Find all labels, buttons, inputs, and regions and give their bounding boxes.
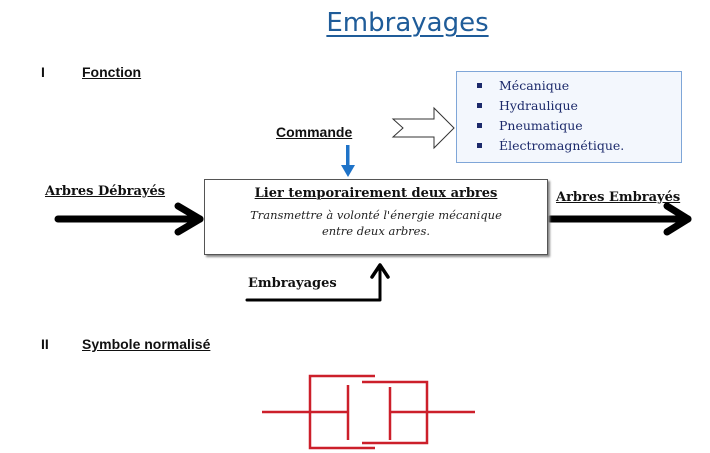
bullet-icon xyxy=(477,143,482,148)
bullet-icon xyxy=(477,103,482,108)
output-label: Arbres Embrayés xyxy=(556,190,681,205)
bullet-icon xyxy=(477,83,482,88)
support-arrow-icon xyxy=(245,263,390,302)
function-title: Lier temporairement deux arbres xyxy=(254,186,498,201)
section-title-fonction: Fonction xyxy=(82,64,142,80)
command-type-item: Électromagnétique. xyxy=(477,136,681,156)
command-type-item: Pneumatique xyxy=(477,116,681,136)
command-label: Commande xyxy=(276,124,353,140)
section-title-symbole: Symbole normalisé xyxy=(82,336,211,352)
function-description: Transmettre à volonté l'énergie mécaniqu… xyxy=(250,208,502,238)
output-arrow-icon xyxy=(546,202,692,236)
command-types-box: Mécanique Hydraulique Pneumatique Électr… xyxy=(456,71,682,163)
hollow-arrow-icon xyxy=(391,106,455,150)
command-type-item: Hydraulique xyxy=(477,96,681,116)
input-arrow-icon xyxy=(54,202,204,236)
command-arrow-icon xyxy=(341,145,355,177)
section-number-2: II xyxy=(41,336,49,352)
support-label: Embrayages xyxy=(248,276,337,291)
input-label: Arbres Débrayés xyxy=(45,184,166,199)
command-type-item: Mécanique xyxy=(477,76,681,96)
bullet-icon xyxy=(477,123,482,128)
clutch-symbol-icon xyxy=(262,374,475,450)
page-title: Embrayages xyxy=(326,8,489,38)
section-number-1: I xyxy=(41,64,45,80)
function-box: Lier temporairement deux arbres Transmet… xyxy=(204,179,548,255)
